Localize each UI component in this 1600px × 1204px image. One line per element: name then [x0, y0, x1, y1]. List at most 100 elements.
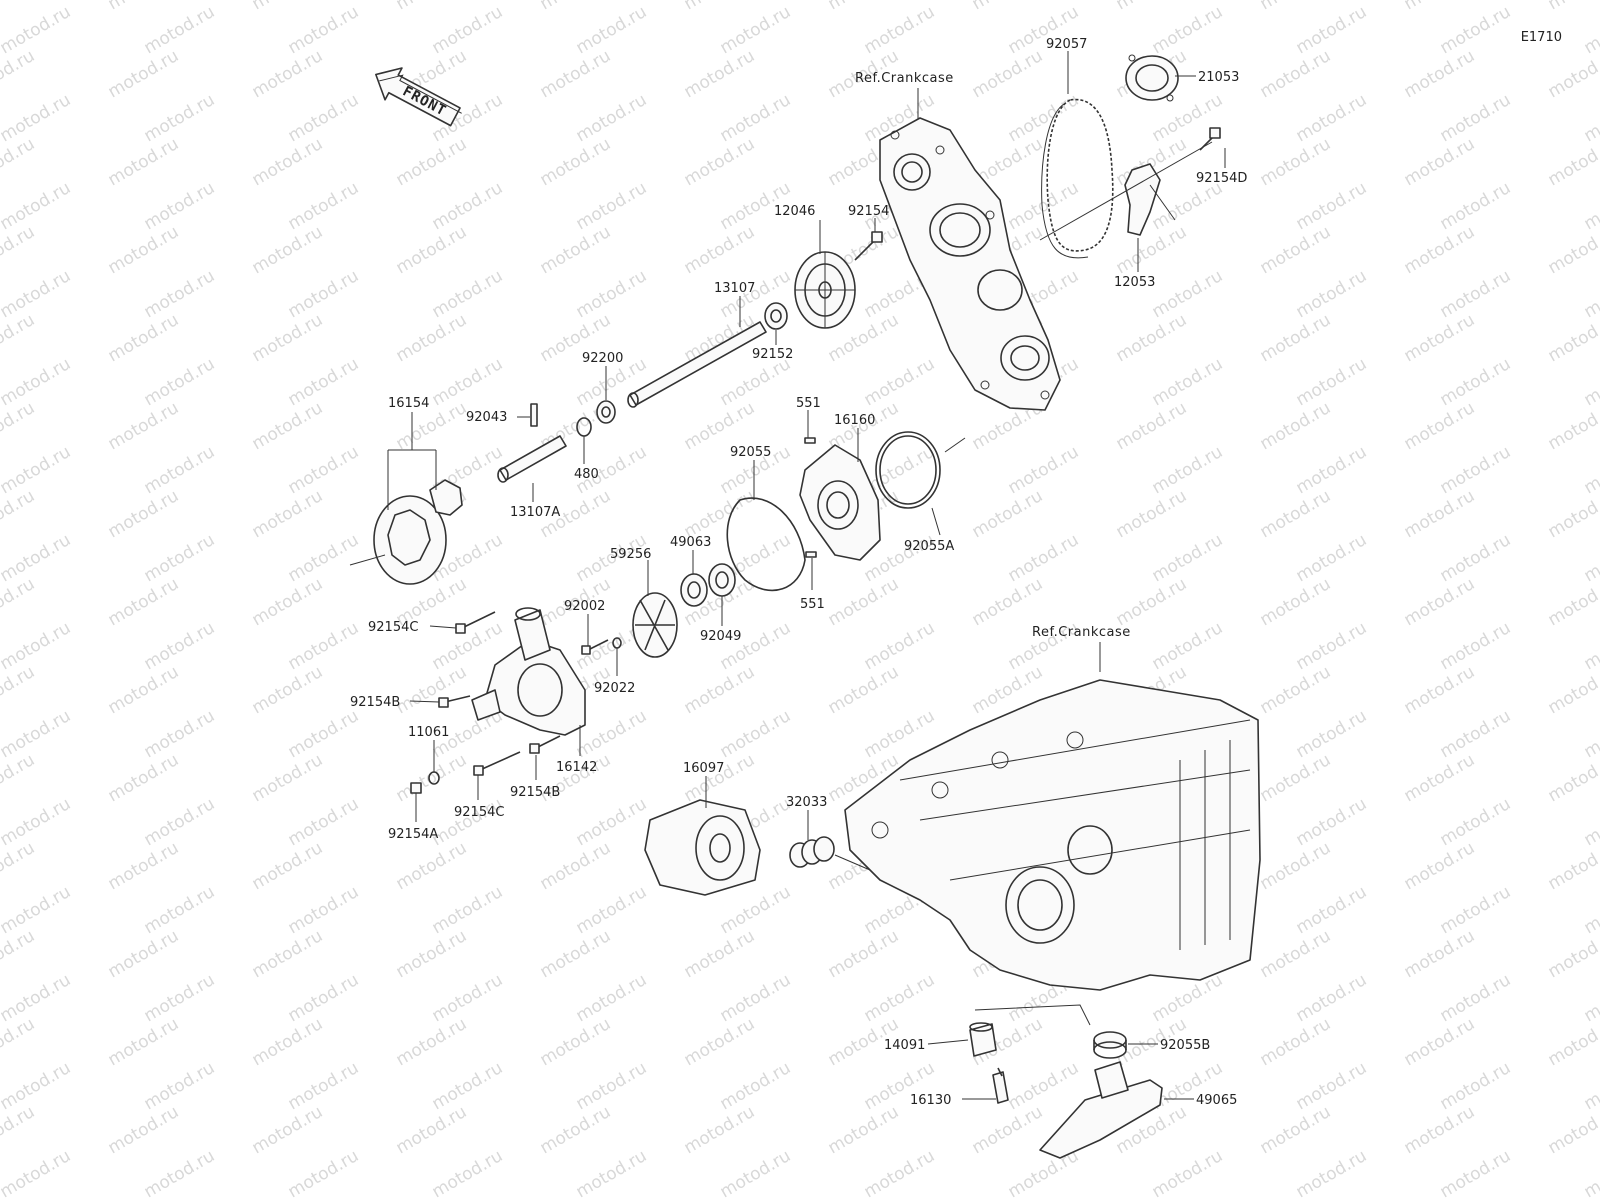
part-label-16142: 16142	[556, 760, 597, 775]
watermark-text: motod.ru	[1257, 662, 1335, 718]
watermark-text: motod.ru	[717, 882, 795, 938]
watermark-text: motod.ru	[537, 838, 615, 894]
watermark-text: motod.ru	[861, 354, 939, 410]
part-label-12046: 12046	[774, 204, 815, 219]
lower-crankcase	[844, 679, 1261, 991]
watermark-text: motod.ru	[1437, 618, 1515, 674]
watermark-text: motod.ru	[1293, 530, 1371, 586]
watermark-text: motod.ru	[285, 90, 363, 146]
watermark-text: motod.ru	[393, 1102, 471, 1158]
watermark-text: motod.ru	[1581, 706, 1600, 762]
watermark-text: motod.ru	[825, 0, 903, 14]
watermark-text: motod.ru	[429, 794, 507, 850]
watermark-text: motod.ru	[1113, 486, 1191, 542]
watermark-text: motod.ru	[825, 662, 903, 718]
watermark-text: motod.ru	[249, 310, 327, 366]
part-label-13107a: 13107A	[510, 505, 560, 520]
part-label-16160: 16160	[834, 413, 875, 428]
part-label-92002: 92002	[564, 599, 605, 614]
watermark-text: motod.ru	[1257, 1102, 1335, 1158]
watermark-text: motod.ru	[105, 486, 183, 542]
part-label-92057: 92057	[1046, 37, 1087, 52]
watermark-text: motod.ru	[285, 2, 363, 58]
watermark-text: motod.ru	[0, 618, 74, 674]
watermark-text: motod.ru	[1581, 1058, 1600, 1114]
crankcase-cover-plate	[879, 117, 1061, 411]
part-label-32033: 32033	[786, 795, 827, 810]
watermark-text: motod.ru	[141, 266, 219, 322]
watermark-text: motod.ru	[1293, 794, 1371, 850]
watermark-text: motod.ru	[1257, 134, 1335, 190]
watermark-text: motod.ru	[429, 2, 507, 58]
watermark-text: motod.ru	[969, 0, 1047, 14]
watermark-text: motod.ru	[1437, 442, 1515, 498]
watermark-text: motod.ru	[393, 134, 471, 190]
part-label-14091: 14091	[884, 1038, 925, 1053]
watermark-text: motod.ru	[1437, 2, 1515, 58]
watermark-text: motod.ru	[285, 530, 363, 586]
shaft-13107	[627, 321, 767, 408]
watermark-text: motod.ru	[681, 662, 759, 718]
watermark-text: motod.ru	[573, 1146, 651, 1200]
watermark-text: motod.ru	[1293, 90, 1371, 146]
watermark-text: motod.ru	[1113, 0, 1191, 14]
watermark-text: motod.ru	[573, 882, 651, 938]
gasket-92055	[726, 497, 806, 592]
watermark-text: motod.ru	[1401, 222, 1479, 278]
watermark-text: motod.ru	[141, 442, 219, 498]
watermark-text: motod.ru	[1401, 1014, 1479, 1070]
ref-crankcase-bottom-label: Ref.Crankcase	[1032, 625, 1131, 640]
watermark-text: motod.ru	[681, 46, 759, 102]
cap-92055b	[1093, 1031, 1127, 1059]
watermark-text: motod.ru	[0, 266, 74, 322]
watermark-text: motod.ru	[429, 1058, 507, 1114]
watermark-text: motod.ru	[1401, 750, 1479, 806]
watermark-text: motod.ru	[141, 1058, 219, 1114]
chain-guide-12053	[1124, 163, 1161, 236]
oil-filter-16097	[644, 799, 761, 896]
watermark-text: motod.ru	[285, 442, 363, 498]
watermark-text: motod.ru	[1149, 354, 1227, 410]
watermark-text: motod.ru	[105, 1102, 183, 1158]
watermark-text: motod.ru	[285, 794, 363, 850]
watermark-text: motod.ru	[1581, 618, 1600, 674]
watermark-text: motod.ru	[1293, 266, 1371, 322]
watermark-text: motod.ru	[0, 706, 74, 762]
watermark-text: motod.ru	[1257, 1014, 1335, 1070]
watermark-text: motod.ru	[537, 222, 615, 278]
watermark-text: motod.ru	[717, 970, 795, 1026]
watermark-text: motod.ru	[141, 882, 219, 938]
watermark-text: motod.ru	[249, 486, 327, 542]
watermark-text: motod.ru	[1257, 574, 1335, 630]
nipple-16130	[992, 1067, 1009, 1104]
watermark-text: motod.ru	[1293, 1146, 1371, 1200]
part-label-92152: 92152	[752, 347, 793, 362]
watermark-text: motod.ru	[429, 882, 507, 938]
watermark-text: motod.ru	[537, 1102, 615, 1158]
part-label-49063: 49063	[670, 535, 711, 550]
watermark-text: motod.ru	[105, 926, 183, 982]
watermark-text: motod.ru	[1401, 838, 1479, 894]
watermark-text: motod.ru	[861, 618, 939, 674]
watermark-text: motod.ru	[1401, 926, 1479, 982]
watermark-text: motod.ru	[105, 222, 183, 278]
part-label-92055: 92055	[730, 445, 771, 460]
part-label-92154b-upper: 92154B	[350, 695, 400, 710]
watermark-text: motod.ru	[1437, 178, 1515, 234]
watermark-text: motod.ru	[1581, 1146, 1600, 1200]
watermark-text: motod.ru	[825, 574, 903, 630]
watermark-text: motod.ru	[1005, 178, 1083, 234]
bolt-92002	[581, 639, 609, 655]
watermark-text: motod.ru	[249, 222, 327, 278]
watermark-text: motod.ru	[681, 750, 759, 806]
part-label-92055b: 92055B	[1160, 1038, 1210, 1053]
watermark-text: motod.ru	[393, 926, 471, 982]
watermark-text: motod.ru	[1437, 970, 1515, 1026]
watermark-text: motod.ru	[1437, 90, 1515, 146]
watermark-text: motod.ru	[285, 882, 363, 938]
watermark-text: motod.ru	[285, 970, 363, 1026]
watermark-text: motod.ru	[429, 1146, 507, 1200]
watermark-text: motod.ru	[285, 1146, 363, 1200]
watermark-text: motod.ru	[1293, 706, 1371, 762]
